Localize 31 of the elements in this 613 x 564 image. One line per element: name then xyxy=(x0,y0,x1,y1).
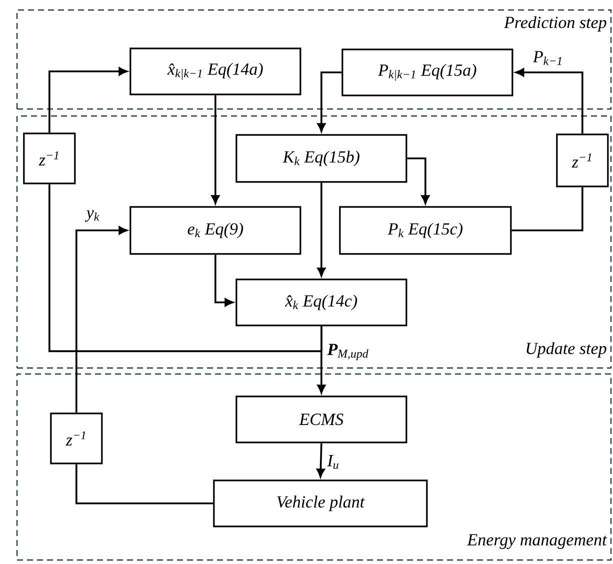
edge-label: P$_{k−1}$ xyxy=(532,51,562,65)
block-box: ECMS xyxy=(236,396,408,444)
arrow xyxy=(515,68,584,134)
dashed-panel xyxy=(16,115,612,369)
arrow xyxy=(316,443,325,478)
arrow xyxy=(48,67,128,133)
block-box: z$^{−1}$ xyxy=(23,132,76,184)
edge-label: y$_{k}$ xyxy=(84,210,100,222)
arrow xyxy=(214,254,234,307)
arrow xyxy=(211,95,220,204)
panel-title: Update step xyxy=(526,342,606,358)
block-box: K$_{k}$ Eq(15b) xyxy=(236,134,408,183)
arrow xyxy=(317,326,326,394)
block-box: x̂$_{k|k−1}$ Eq(14a) xyxy=(130,48,302,96)
dashed-panel xyxy=(16,373,612,561)
edge-label: P$_{M,upd}$ xyxy=(327,344,368,360)
panel-title: Prediction step xyxy=(504,16,606,32)
block-box: x̂$_{k}$ Eq(14c) xyxy=(236,278,408,326)
arrow xyxy=(407,158,430,204)
arrow xyxy=(76,226,128,413)
arrow xyxy=(317,72,342,132)
block-box: z$^{−1}$ xyxy=(50,412,103,464)
block-box: z$^{−1}$ xyxy=(556,134,609,188)
arrow xyxy=(317,182,326,276)
dashed-panel xyxy=(16,9,612,110)
block-box: e$_{k}$ Eq(9) xyxy=(130,206,302,255)
block-box: P$_{k|k−1}$ Eq(15a) xyxy=(342,48,514,96)
edge-label: I$_{u}$ xyxy=(327,455,338,469)
panel-title: Energy management xyxy=(467,534,608,549)
block-box: Vehicle plant xyxy=(213,480,428,528)
block-box: P$_{k}$ Eq(15c) xyxy=(339,206,512,255)
